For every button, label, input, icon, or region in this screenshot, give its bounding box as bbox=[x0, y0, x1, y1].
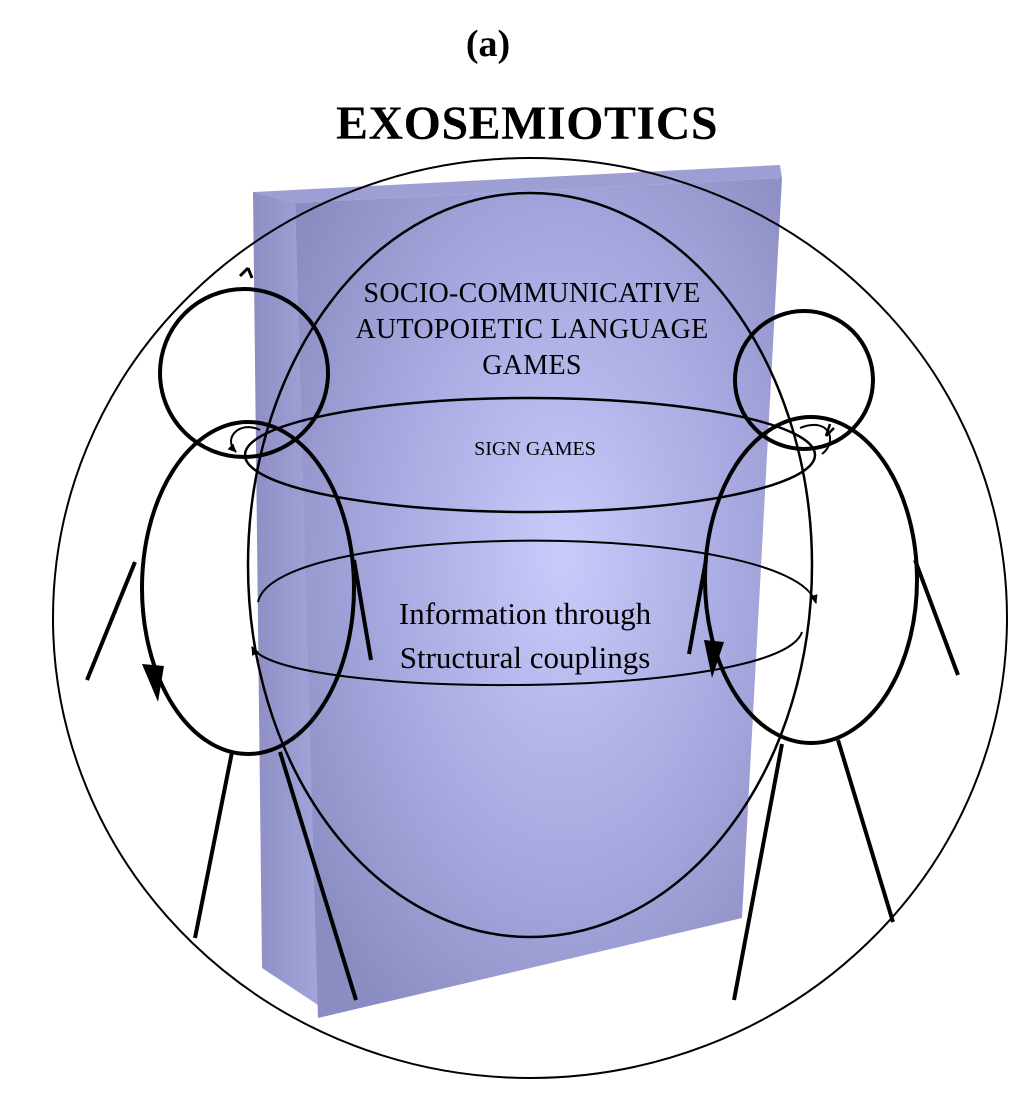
right-head-arrow-icon bbox=[824, 423, 835, 437]
prism-front-face bbox=[295, 178, 782, 1018]
right-person-head bbox=[733, 309, 875, 451]
coupling-loop bbox=[251, 539, 818, 687]
sign-games-label: SIGN GAMES bbox=[474, 438, 596, 460]
left-person-arm-right bbox=[352, 559, 373, 661]
prism-side-face bbox=[253, 192, 318, 1005]
left-person-leg-right bbox=[278, 751, 358, 1001]
right-person-leg-right bbox=[836, 739, 895, 923]
panel-label: (a) bbox=[465, 23, 511, 65]
outer-circle bbox=[52, 157, 1008, 1079]
left-inner-loop-icon bbox=[227, 426, 261, 453]
central-ellipse bbox=[246, 191, 814, 939]
right-person bbox=[687, 309, 960, 1001]
left-head-arrow-icon bbox=[238, 266, 254, 279]
left-person-body bbox=[140, 420, 356, 756]
diagram-title: EXOSEMIOTICS bbox=[335, 97, 719, 150]
coupling-arc-top bbox=[257, 539, 818, 604]
left-person bbox=[85, 266, 373, 1001]
prism-top-face bbox=[253, 165, 782, 203]
center-text-line-3: GAMES bbox=[482, 350, 582, 381]
right-person-leg-left bbox=[732, 743, 784, 1001]
coupling-arc-bottom bbox=[251, 631, 803, 687]
coupling-text-line-1: Information through bbox=[398, 596, 652, 631]
left-person-leg-left bbox=[193, 751, 234, 939]
left-body-arrow-icon bbox=[142, 664, 164, 702]
right-person-arm-right bbox=[913, 559, 960, 676]
prism bbox=[253, 165, 782, 1018]
left-person-head bbox=[158, 287, 330, 459]
right-body-arrow-icon bbox=[704, 640, 724, 678]
coupling-text-line-2: Structural couplings bbox=[399, 640, 651, 675]
center-text-line-2: AUTOPOIETIC LANGUAGE bbox=[355, 314, 709, 345]
right-person-arm-left bbox=[687, 559, 708, 655]
left-person-arm-left bbox=[85, 561, 137, 681]
center-text-line-1: SOCIO-COMMUNICATIVE bbox=[363, 278, 701, 309]
right-person-body bbox=[703, 415, 919, 745]
